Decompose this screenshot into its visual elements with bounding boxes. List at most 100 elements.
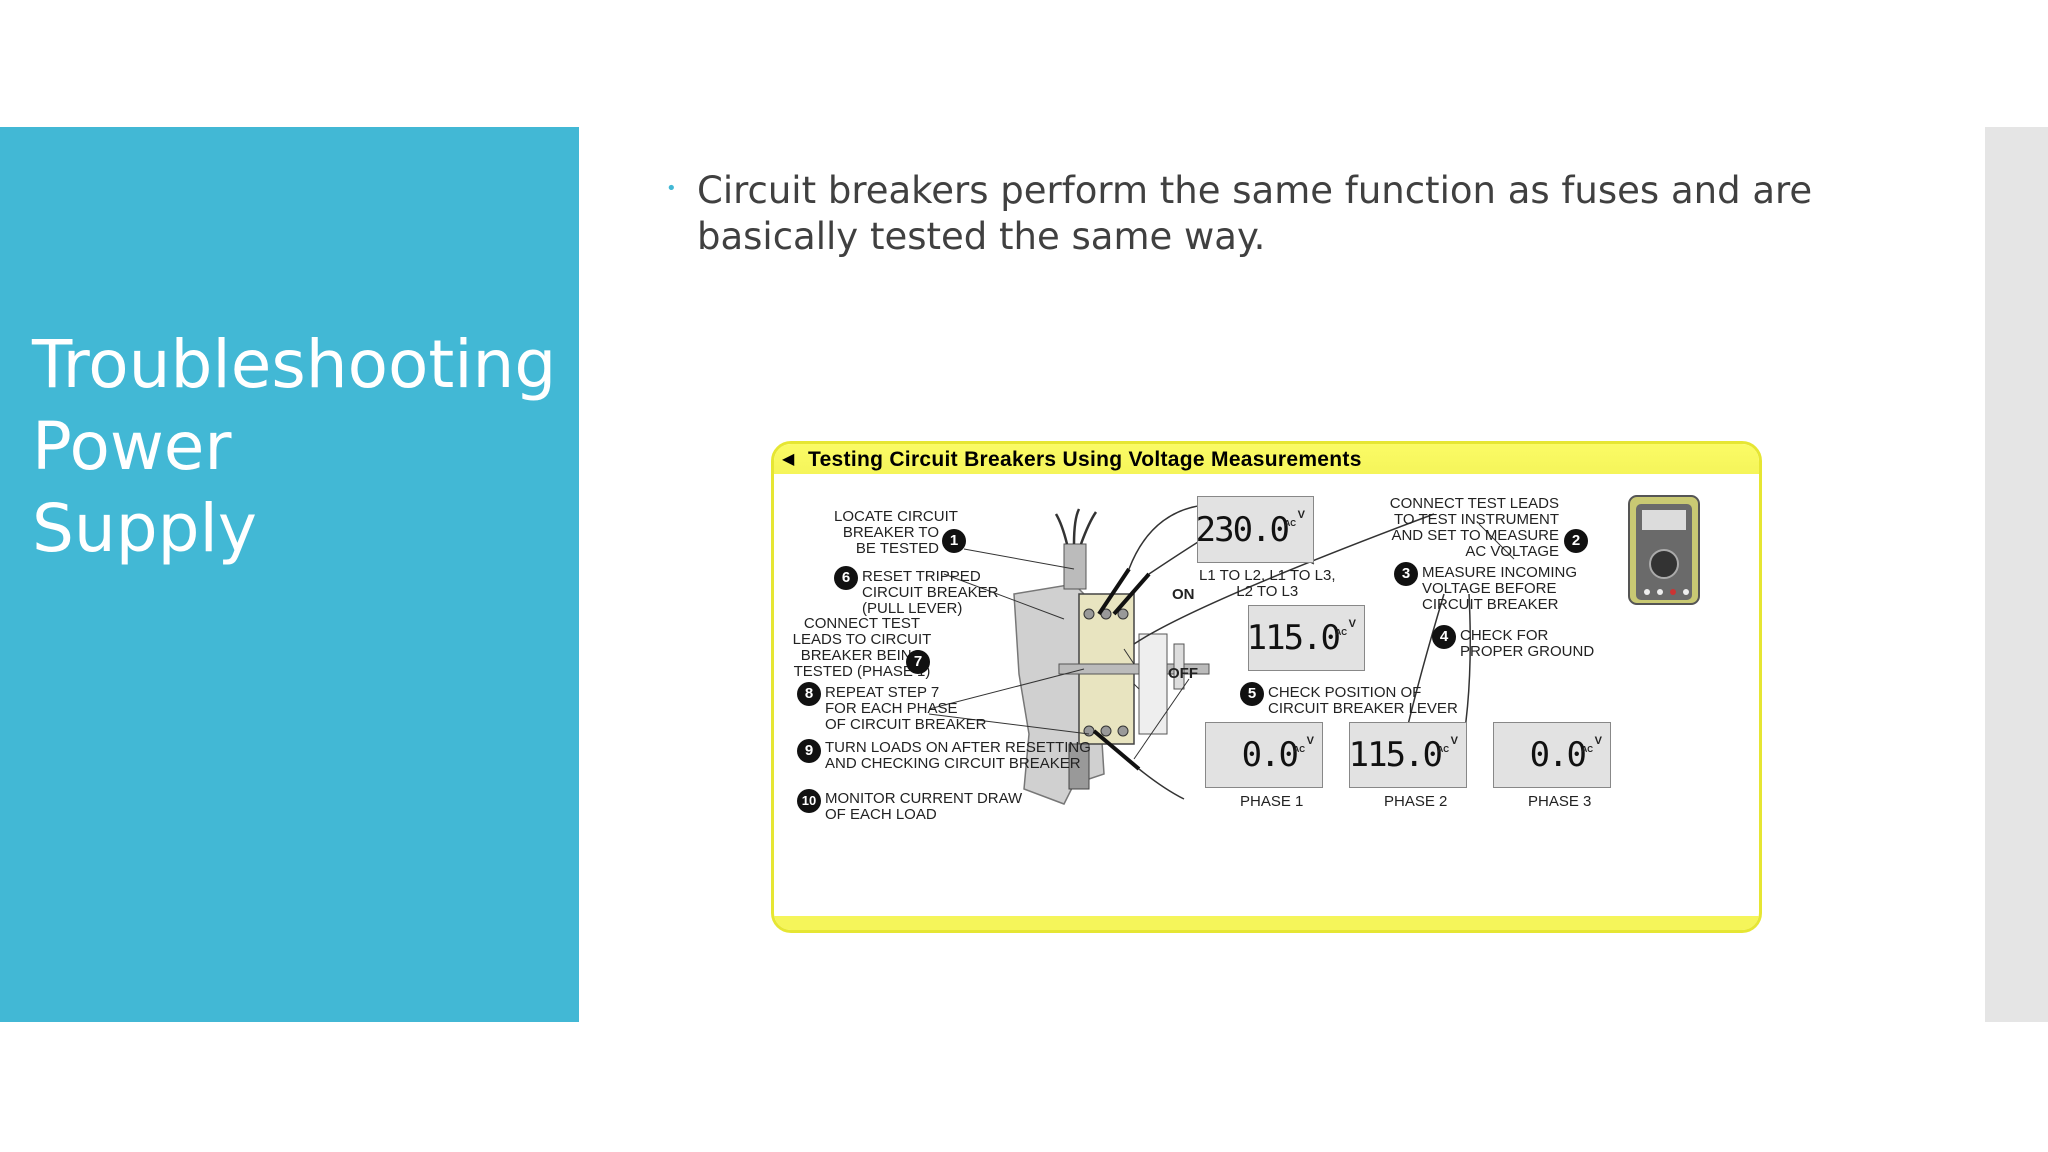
step-line: PROPER GROUND <box>1460 643 1595 660</box>
unit-ac: AC <box>1335 628 1347 637</box>
conduit <box>1063 543 1087 590</box>
terminal-screw <box>1117 725 1129 737</box>
terminal-screw <box>1100 725 1112 737</box>
meter-reading: 115.0 <box>1348 735 1443 775</box>
caption-line: L1 TO L2, L1 TO L3, <box>1199 567 1336 584</box>
phase-2-label: PHASE 2 <box>1384 793 1448 810</box>
unit-ac: AC <box>1293 745 1305 754</box>
phase-1-label: PHASE 1 <box>1240 793 1304 810</box>
title-panel <box>0 127 579 1022</box>
meter-reading: 115.0 <box>1246 618 1341 658</box>
multimeter-display <box>1642 510 1686 530</box>
bullet-line: basically tested the same way. <box>697 215 1266 258</box>
step-line: CHECK POSITION OF <box>1268 684 1422 701</box>
step-line: FOR EACH PHASE <box>825 700 958 717</box>
step-10-number: 10 <box>797 789 821 813</box>
phase-1-meter: 0.0 AC V <box>1205 722 1323 788</box>
step-4-label: CHECK FOR PROPER GROUND <box>1460 628 1594 660</box>
pointer-line <box>1133 683 1140 690</box>
step-7-label: CONNECT TEST LEADS TO CIRCUIT BREAKER BE… <box>792 616 932 680</box>
breaker-lever-housing <box>1138 633 1168 735</box>
test-probe <box>1092 729 1141 771</box>
step-line: CIRCUIT BREAKER <box>1422 596 1559 613</box>
step-line: MONITOR CURRENT DRAW <box>825 790 1023 807</box>
step-line: OF EACH LOAD <box>825 806 937 823</box>
multimeter-jack <box>1683 589 1689 595</box>
step-line: AC VOLTAGE <box>1465 543 1559 560</box>
multimeter-dial <box>1649 549 1679 579</box>
figure-header <box>774 444 1759 474</box>
step-line: TO TEST INSTRUMENT <box>1393 511 1559 528</box>
pointer-line <box>928 668 1085 710</box>
unit-ac: AC <box>1284 519 1296 528</box>
unit-v: V <box>1297 509 1305 521</box>
test-lead <box>1138 768 1185 800</box>
step-line: LEADS TO CIRCUIT <box>792 631 932 648</box>
slide-title: Troubleshooting Power Supply <box>32 324 572 570</box>
pointer-line <box>943 573 1065 620</box>
circuit-breaker-figure: ◀ Testing Circuit Breakers Using Voltage… <box>771 441 1762 933</box>
figure-footer <box>774 916 1759 930</box>
step-3-label: MEASURE INCOMING VOLTAGE BEFORE CIRCUIT … <box>1422 565 1577 613</box>
step-7-number: 7 <box>906 650 930 674</box>
step-line: TESTED (PHASE 1) <box>793 663 931 680</box>
step-6-number: 6 <box>834 566 858 590</box>
step-8-number: 8 <box>797 682 821 706</box>
bullet-icon: • <box>666 178 677 199</box>
step-5-label: CHECK POSITION OF CIRCUIT BREAKER LEVER <box>1268 685 1458 717</box>
unit-ac: AC <box>1581 745 1593 754</box>
multimeter-jack <box>1644 589 1650 595</box>
step-line: OF CIRCUIT BREAKER <box>825 716 987 733</box>
step-line: CIRCUIT BREAKER <box>862 584 999 601</box>
pointer-line <box>963 548 1075 570</box>
step-4-number: 4 <box>1432 625 1456 649</box>
multimeter-jack <box>1670 589 1676 595</box>
terminal-screw <box>1083 608 1095 620</box>
meter-reading: 0.0 <box>1529 735 1587 775</box>
step-line: VOLTAGE BEFORE <box>1422 580 1557 597</box>
meter-reading: 230.0 <box>1195 509 1290 550</box>
incoming-wires <box>1054 508 1098 545</box>
unit-ac: AC <box>1437 745 1449 754</box>
incoming-caption: L1 TO L2, L1 TO L3, L2 TO L3 <box>1199 568 1336 600</box>
step-line: CONNECT TEST LEADS <box>1389 495 1559 512</box>
step-9-number: 9 <box>797 739 821 763</box>
step-line: CHECK FOR <box>1460 627 1549 644</box>
step-line: AND CHECKING CIRCUIT BREAKER <box>825 755 1081 772</box>
step-line: LOCATE CIRCUIT <box>834 508 958 525</box>
step-line: BE TESTED <box>855 540 939 557</box>
step-line: TURN LOADS ON AFTER RESETTING <box>825 739 1091 756</box>
pointer-line <box>1123 648 1135 665</box>
step-8-label: REPEAT STEP 7 FOR EACH PHASE OF CIRCUIT … <box>825 685 986 733</box>
bullet-item: Circuit breakers perform the same functi… <box>697 168 1813 260</box>
title-line: Power <box>32 408 232 486</box>
step-line: REPEAT STEP 7 <box>825 684 940 701</box>
step-line: BREAKER TO <box>842 524 939 541</box>
test-probe <box>1112 572 1151 616</box>
step-10-label: MONITOR CURRENT DRAW OF EACH LOAD <box>825 791 1022 823</box>
bullet-line: Circuit breakers perform the same functi… <box>697 169 1813 212</box>
step-1-label: LOCATE CIRCUIT BREAKER TO BE TESTED <box>834 508 958 557</box>
phase-3-meter: 0.0 AC V <box>1493 722 1611 788</box>
caption-line: L2 TO L3 <box>1236 583 1299 600</box>
breaker-on-label: ON <box>1172 586 1195 603</box>
test-probe <box>1097 567 1131 616</box>
step-1-number: 1 <box>942 529 966 553</box>
wiring-illustration <box>928 495 1700 805</box>
step-9-label: TURN LOADS ON AFTER RESETTING AND CHECKI… <box>825 740 1091 772</box>
step-2-number: 2 <box>1564 529 1588 553</box>
step-line: MEASURE INCOMING <box>1422 564 1578 581</box>
step-2-label: CONNECT TEST LEADS TO TEST INSTRUMENT AN… <box>1339 496 1559 560</box>
test-lead <box>1133 513 1435 645</box>
step-line: RESET TRIPPED <box>862 568 981 585</box>
right-decoration-strip <box>1985 127 2048 1022</box>
incoming-voltage-meter: 230.0 AC V <box>1195 496 1314 563</box>
back-arrow-icon: ◀ <box>782 451 795 468</box>
step-3-number: 3 <box>1394 562 1418 586</box>
multimeter-jack <box>1657 589 1663 595</box>
step-5-number: 5 <box>1240 682 1264 706</box>
unit-v: V <box>1450 735 1458 747</box>
phase-2-meter: 115.0 AC V <box>1349 722 1467 788</box>
terminal-screw <box>1083 725 1095 737</box>
unit-v: V <box>1306 735 1314 747</box>
